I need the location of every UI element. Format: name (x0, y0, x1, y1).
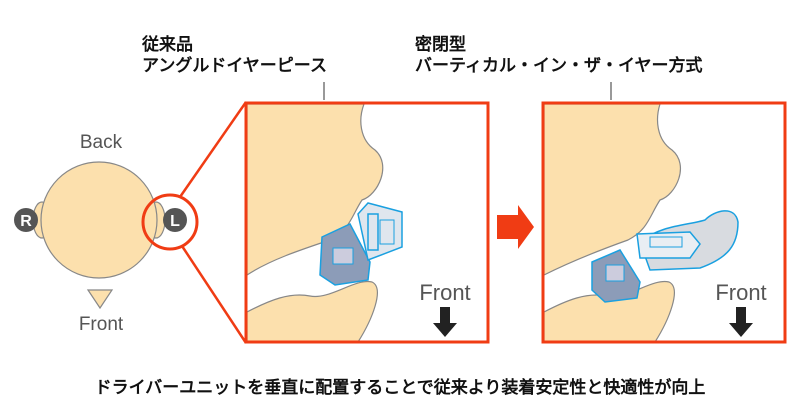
panel-conventional: Front (244, 101, 490, 344)
earpiece-vertical (591, 210, 739, 303)
direction-label: Front (715, 280, 766, 305)
head-illustration: R L Back Front (14, 101, 248, 344)
nose (86, 289, 114, 310)
r-badge (14, 208, 38, 232)
zoom-circle (141, 193, 199, 251)
l-badge-label: L (170, 213, 180, 230)
down-arrow-icon (729, 307, 753, 337)
front-label: Front (79, 314, 124, 335)
back-label: Back (80, 132, 123, 153)
right-arrow-icon (497, 205, 534, 249)
panel-vertical: Front (541, 101, 787, 344)
vertical-label-line1: 密閉型 (415, 35, 466, 55)
vertical-label-line2: バーティカル・イン・ザ・イヤー方式 (415, 56, 703, 76)
caption: ドライバーユニットを垂直に配置することで従来より装着安定性と快適性が向上 (94, 378, 706, 398)
conventional-label-line2: アングルドイヤーピース (142, 56, 327, 76)
direction-label: Front (419, 280, 470, 305)
down-arrow-icon (433, 307, 457, 337)
earpiece-angled (319, 202, 403, 286)
zoom-line-top (178, 101, 248, 198)
conventional-label: 従来品 アングルドイヤーピース (142, 35, 327, 77)
r-badge-label: R (20, 213, 32, 230)
l-badge (163, 208, 187, 232)
head (40, 161, 158, 279)
zoom-line-bottom (180, 245, 248, 344)
conventional-label-line1: 従来品 (142, 35, 193, 55)
vertical-label: 密閉型 バーティカル・イン・ザ・イヤー方式 (415, 35, 702, 77)
